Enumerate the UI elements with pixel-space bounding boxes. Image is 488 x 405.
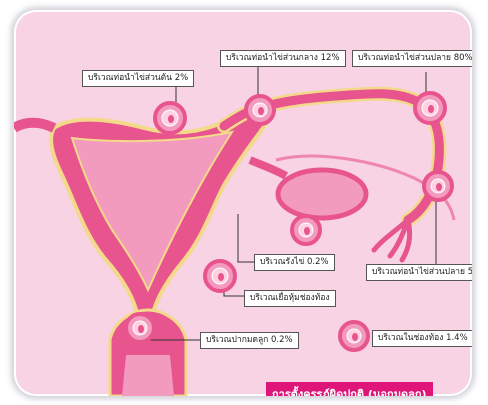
vaginal-canal <box>122 355 174 396</box>
label-peritoneal: บริเวณเยื่อหุ้มช่องท้อง <box>244 290 336 307</box>
embryo-sac-cervical <box>126 314 154 342</box>
ovary <box>278 170 366 218</box>
ovarian-ligament <box>250 160 286 176</box>
label-ovarian: บริเวณรังไข่ 0.2% <box>254 254 335 271</box>
label-fimbrial: บริเวณท่อนำไข่ส่วนปลาย 5% <box>366 264 472 281</box>
left-tube <box>14 123 54 128</box>
diagram-caption: การตั้งครรภ์ผิดปกติ (นอกมดลูก) <box>266 382 433 396</box>
label-interstitial: บริเวณท่อนำไข่ส่วนต้น 2% <box>82 70 194 87</box>
label-isthmic: บริเวณท่อนำไข่ส่วนกลาง 12% <box>220 50 346 67</box>
label-abdominal: บริเวณในช่องท้อง 1.4% <box>372 330 472 347</box>
embryo-sac-abdominal <box>340 322 368 350</box>
diagram-frame: บริเวณท่อนำไข่ส่วนต้น 2% บริเวณท่อนำไข่ส… <box>14 10 472 396</box>
label-cervical: บริเวณปากมดลูก 0.2% <box>200 332 299 349</box>
embryo-sac-isthmic <box>246 96 274 124</box>
label-ampullary: บริเวณท่อนำไข่ส่วนปลาย 80% <box>352 50 472 67</box>
embryo-sac-peritoneal <box>205 261 235 291</box>
embryo-sac-interstitial <box>155 103 185 133</box>
embryo-sac-ovarian <box>292 216 320 244</box>
embryo-sac-fimbrial <box>424 172 452 200</box>
embryo-sac-ampullary <box>415 93 445 123</box>
fimbriae <box>374 220 410 260</box>
